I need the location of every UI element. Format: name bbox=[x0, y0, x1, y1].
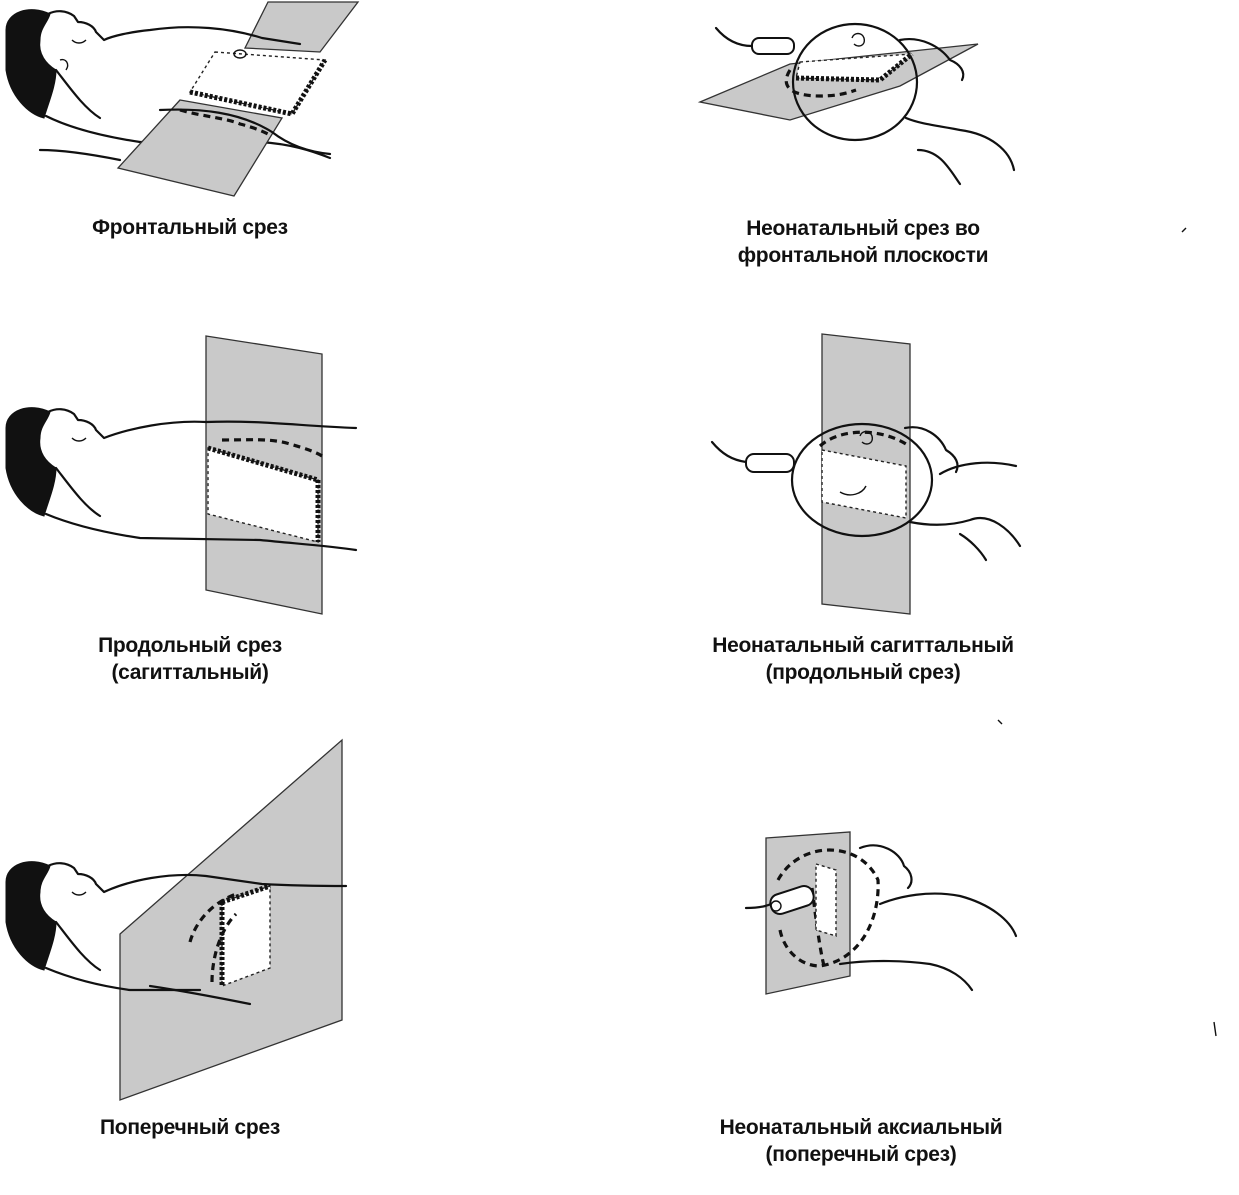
transverse-section-figure bbox=[5, 738, 348, 1101]
caption-neonatal-frontal-section: Неонатальный срез во фронтальной плоскос… bbox=[718, 215, 1008, 269]
neonatal-sagittal-slice-box bbox=[821, 449, 907, 519]
ultrasound-probe-icon bbox=[714, 26, 795, 55]
neonatal-patient-figure-3 bbox=[825, 844, 1018, 992]
neonatal-sagittal-figure bbox=[710, 333, 1022, 615]
neonatal-axial-figure bbox=[744, 831, 1018, 995]
adult-patient-figure-2 bbox=[5, 407, 358, 552]
caption-line: (поперечный срез) bbox=[765, 1143, 957, 1166]
caption-neonatal-sagittal-section: Неонатальный сагиттальный (продольный ср… bbox=[700, 632, 1026, 686]
frontal-section-figure bbox=[5, 1, 360, 197]
caption-neonatal-axial-section: Неонатальный аксиальный (поперечный срез… bbox=[706, 1114, 1016, 1168]
transverse-cut-line bbox=[188, 892, 237, 943]
caption-transverse-section: Поперечный срез bbox=[70, 1114, 310, 1141]
frontal-slice-edge bbox=[189, 58, 328, 117]
neonatal-frontal-plane bbox=[697, 43, 979, 121]
ultrasound-probe-icon-2 bbox=[710, 440, 795, 473]
neonatal-frontal-figure bbox=[697, 22, 1016, 186]
caption-line: Поперечный срез bbox=[100, 1116, 280, 1139]
caption-line: (продольный срез) bbox=[765, 661, 961, 684]
neonatal-patient-figure bbox=[791, 22, 1016, 186]
frontal-slice-box bbox=[188, 51, 327, 115]
ultrasound-probe-icon-3 bbox=[744, 885, 815, 915]
caption-line: Неонатальный срез во bbox=[746, 217, 980, 240]
neonatal-frontal-slice-box bbox=[795, 53, 915, 81]
caption-sagittal-section: Продольный срез (сагиттальный) bbox=[70, 632, 310, 686]
neonatal-axial-slice-box bbox=[815, 863, 837, 937]
neonatal-axial-cut-ring bbox=[776, 848, 880, 968]
caption-line: (сагиттальный) bbox=[111, 661, 269, 684]
caption-frontal-section: Фронтальный срез bbox=[60, 214, 320, 241]
adult-patient-figure-3 bbox=[5, 861, 348, 1006]
sagittal-section-figure bbox=[5, 335, 358, 615]
frontal-plane-upper bbox=[243, 1, 360, 53]
caption-line: Фронтальный срез bbox=[92, 216, 288, 239]
neonatal-frontal-cut-line bbox=[784, 69, 857, 98]
caption-line: фронтальной плоскости bbox=[737, 244, 989, 267]
frontal-cut-line bbox=[179, 108, 273, 138]
caption-line: Продольный срез bbox=[98, 634, 282, 657]
neonatal-patient-figure-2 bbox=[790, 422, 1022, 562]
caption-line: Неонатальный сагиттальный bbox=[712, 634, 1014, 657]
caption-line: Неонатальный аксиальный bbox=[719, 1116, 1003, 1139]
frontal-plane-lower bbox=[116, 99, 284, 197]
